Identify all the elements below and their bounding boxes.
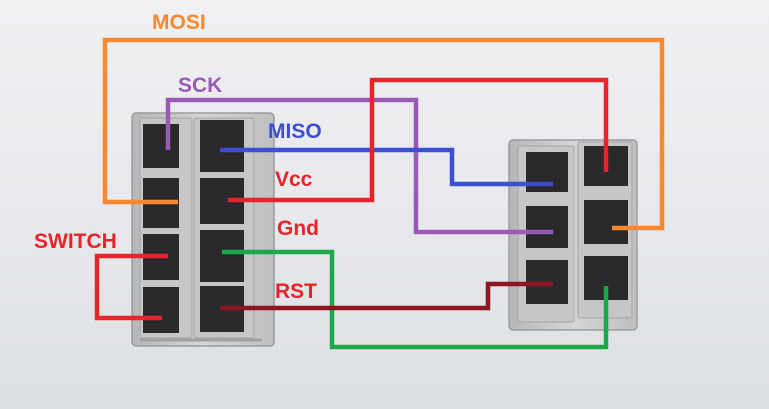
- pin-socket: [584, 200, 628, 244]
- switch-label: SWITCH: [34, 230, 117, 253]
- miso-label: MISO: [268, 120, 322, 143]
- gnd-label: Gnd: [277, 217, 319, 240]
- pin-socket: [200, 230, 244, 282]
- switch-wire: [94, 253, 168, 321]
- left-connector-column-b: [200, 120, 244, 332]
- gnd-wire: [222, 249, 609, 350]
- sck-wire: [165, 97, 553, 235]
- pin-socket: [200, 120, 244, 172]
- mosi-label: MOSI: [152, 11, 206, 34]
- rst-wire: [220, 281, 553, 311]
- rst-label: RST: [275, 280, 317, 303]
- miso-wire: [220, 147, 553, 187]
- right-connector: [508, 139, 638, 331]
- vcc-label: Vcc: [275, 168, 313, 191]
- sck-label: SCK: [178, 74, 223, 97]
- mosi-wire: [102, 37, 665, 231]
- pin-socket: [143, 124, 179, 168]
- pin-socket: [143, 287, 179, 333]
- vcc-wire: [228, 77, 609, 203]
- pin-socket: [526, 206, 568, 248]
